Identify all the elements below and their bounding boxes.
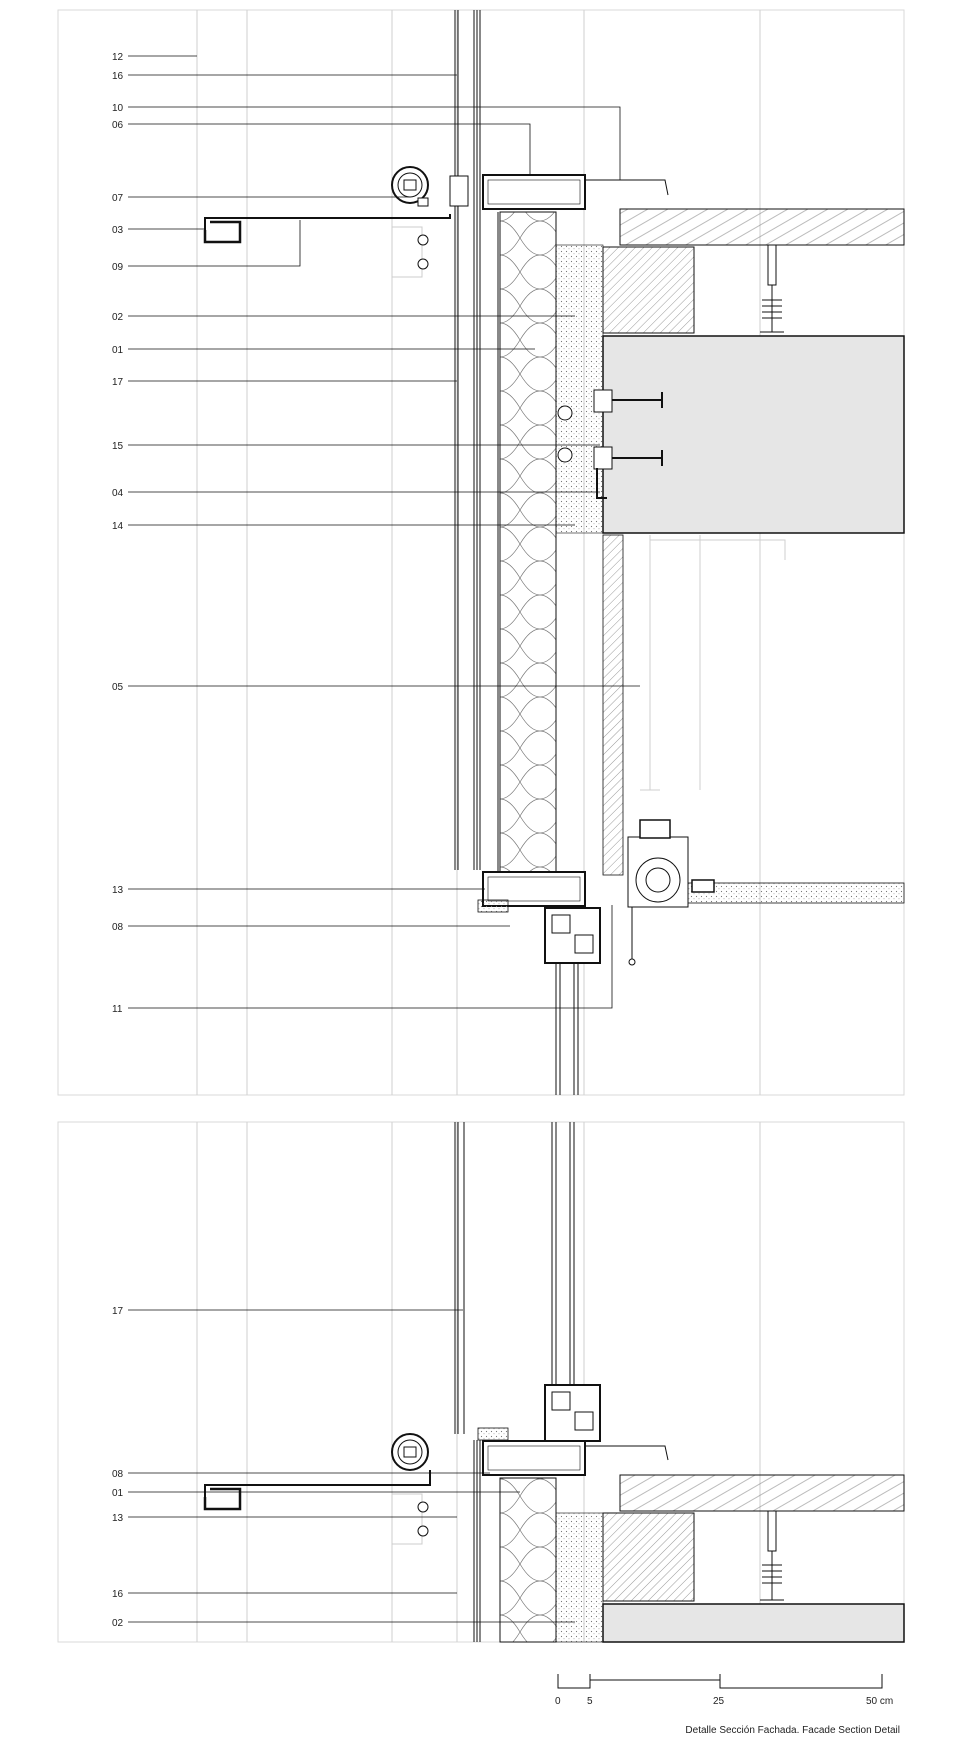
insulation-layer-lower [499, 1477, 557, 1643]
lower-leader-lines [128, 1309, 575, 1623]
callout-label: 16 [112, 1589, 124, 1600]
callout-label: 07 [112, 193, 124, 204]
railing-upper [203, 166, 469, 278]
upper-section-panel [57, 9, 905, 1096]
scale-tick-label: 25 [713, 1696, 725, 1707]
callout-label: 05 [112, 682, 124, 693]
callout-label: 17 [112, 1306, 124, 1317]
callout-label: 02 [112, 312, 124, 323]
interior-lining [602, 534, 624, 876]
lower-callout-labels: 17 08 01 13 16 02 [112, 1306, 124, 1629]
callout-label: 10 [112, 103, 124, 114]
render-layer-lower [555, 1512, 604, 1643]
callout-label: 08 [112, 922, 124, 933]
railing-lower [203, 1433, 431, 1545]
callout-label: 16 [112, 71, 124, 82]
scale-tick-label: 0 [555, 1696, 561, 1707]
insulation-layer [497, 211, 557, 873]
callout-label: 01 [112, 1488, 124, 1499]
box-profile-lower [482, 1440, 586, 1476]
callout-label: 13 [112, 1513, 124, 1524]
callout-label: 04 [112, 488, 124, 499]
upper-leader-lines [128, 55, 640, 1009]
timber-deck-top [619, 208, 905, 333]
top-box-profile [482, 174, 586, 210]
timber-deck-lower [619, 1474, 905, 1601]
callout-label: 17 [112, 377, 124, 388]
callout-label: 02 [112, 1618, 124, 1629]
callout-label: 13 [112, 885, 124, 896]
callout-label: 15 [112, 441, 124, 452]
callout-label: 14 [112, 521, 124, 532]
concrete-upstand-lower [602, 1512, 695, 1602]
slab-anchors [557, 389, 663, 499]
concrete-upstand [602, 246, 695, 334]
lower-section-panel [57, 1121, 905, 1643]
callout-label: 11 [112, 1004, 123, 1015]
upper-callout-labels: 12 16 10 06 07 03 09 02 01 17 15 04 14 0… [112, 52, 124, 1015]
scale-tick-label: 5 [587, 1696, 593, 1707]
concrete-slab-lower [602, 1603, 905, 1643]
callout-label: 08 [112, 1469, 124, 1480]
concrete-slab [602, 335, 905, 534]
callout-label: 06 [112, 120, 124, 131]
scale-tick-label: 50 cm [866, 1696, 893, 1707]
callout-label: 01 [112, 345, 124, 356]
outer-glass-pane-lower [454, 1122, 481, 1642]
callout-label: 03 [112, 225, 124, 236]
scale-bar: 0 5 25 50 cm [555, 1674, 893, 1707]
callout-label: 09 [112, 262, 124, 273]
drawing-caption: Detalle Sección Fachada. Facade Section … [685, 1725, 900, 1736]
inner-glazing-lower [477, 1122, 601, 1442]
roller-blind-box [627, 819, 689, 966]
floor-finish [687, 882, 905, 904]
window-frame-profile [544, 907, 601, 1095]
callout-label: 12 [112, 52, 124, 63]
outer-glass-pane [454, 10, 481, 870]
render-layer [555, 244, 604, 534]
